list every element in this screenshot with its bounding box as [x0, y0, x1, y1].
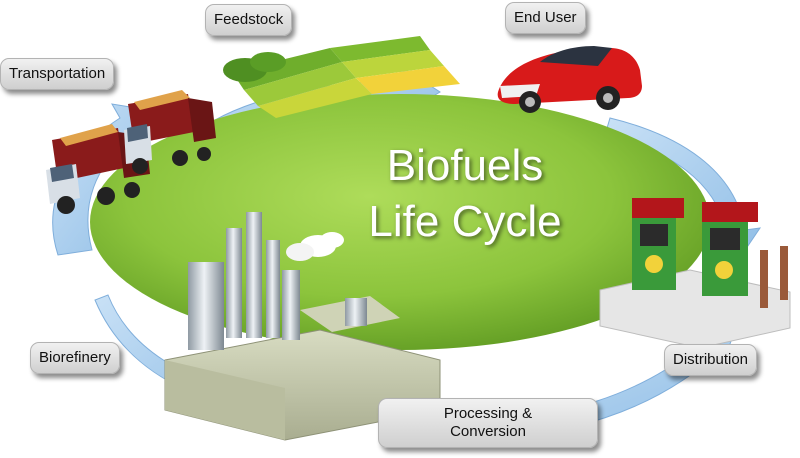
title-line-1: Biofuels: [386, 141, 544, 190]
diagram-title: Biofuels Life Cycle: [320, 138, 610, 250]
fuel-pump-icons: [599, 198, 791, 349]
biorefinery-icon: [164, 212, 441, 441]
label-transportation: Transportation: [0, 58, 115, 90]
green-field: [90, 94, 710, 350]
label-distribution: Distribution: [664, 344, 758, 376]
feedstock-crops: [223, 36, 460, 118]
label-end-user: End User: [505, 2, 586, 34]
title-line-2: Life Cycle: [368, 197, 562, 246]
car-icon: [497, 46, 642, 113]
truck-icon-front: [46, 124, 150, 214]
label-biorefinery: Biorefinery: [30, 342, 120, 374]
label-processing-conversion: Processing & Conversion: [378, 398, 598, 448]
truck-icon-rear: [124, 90, 216, 174]
label-feedstock: Feedstock: [205, 4, 293, 36]
